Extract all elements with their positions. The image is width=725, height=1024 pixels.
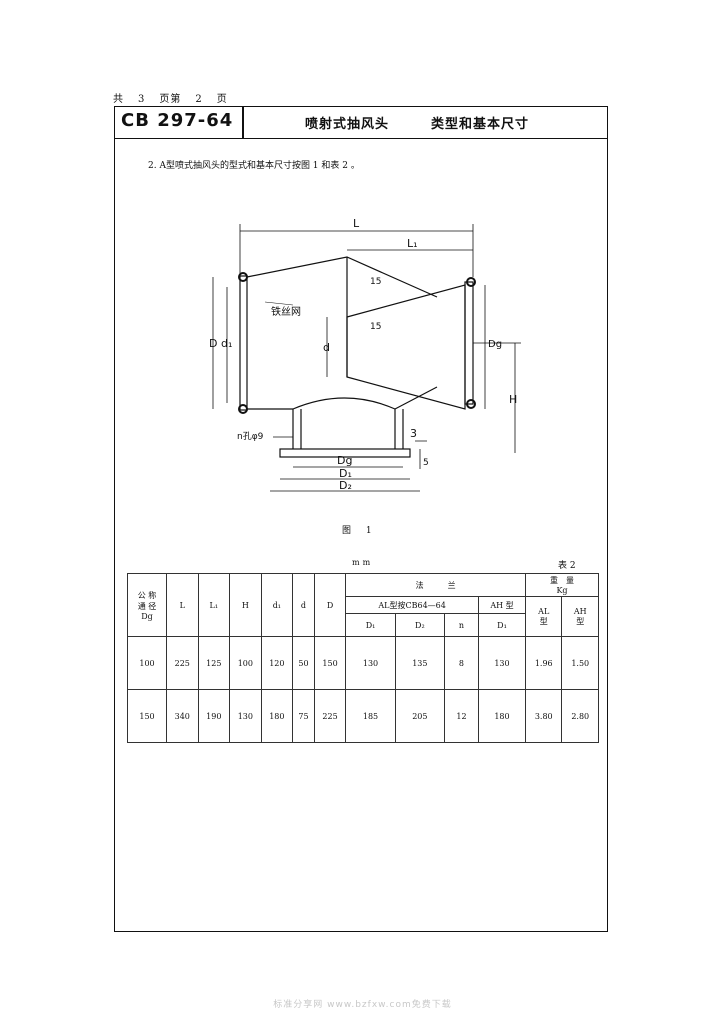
table-cell: 100 xyxy=(229,636,262,690)
table-cell: 50 xyxy=(292,636,315,690)
watermark: 标准分享网 www.bzfxw.com免费下载 xyxy=(273,1000,452,1010)
header-H: H xyxy=(229,573,262,637)
table-cell: 135 xyxy=(394,636,446,690)
label-holes: n孔φ9 xyxy=(237,431,264,442)
table-cell: 150 xyxy=(313,636,347,690)
table-cell: 190 xyxy=(197,689,231,743)
header-flange: 法 兰 xyxy=(345,573,526,597)
table-row: 150 340 190 130 180 75 225 185 205 12 18… xyxy=(127,689,599,743)
note-text: 2. A型喷式抽风头的型式和基本尺寸按图 1 和表 2 。 xyxy=(148,161,360,171)
body-bottom-edge xyxy=(247,386,438,410)
table-cell: 120 xyxy=(260,636,294,690)
page-number-label: 页第 xyxy=(159,94,182,105)
label-mesh: 铁丝网 xyxy=(271,305,301,318)
document-frame: CB 297-64 喷射式抽风头 类型和基本尺寸 2. A型喷式抽风头的型式和基… xyxy=(114,106,608,932)
table-cell: 8 xyxy=(444,636,479,690)
table-cell: 180 xyxy=(260,689,294,743)
label-d: d xyxy=(323,341,330,354)
table-cell: 1.50 xyxy=(561,636,599,690)
label-D2: D₂ xyxy=(339,479,352,492)
header-D: D xyxy=(313,573,347,637)
label-Dg-vertical: Dg xyxy=(488,339,502,350)
label-L: L xyxy=(353,217,360,230)
table-cell: 125 xyxy=(197,636,231,690)
table-unit: mm xyxy=(352,558,374,567)
header-al-type: AL型按CB64—64 xyxy=(345,596,479,614)
header-L1: L₁ xyxy=(197,573,231,637)
table-row: 100 225 125 100 120 50 150 130 135 8 130… xyxy=(127,636,599,690)
standard-number: CB 297-64 xyxy=(121,110,234,131)
left-flange xyxy=(239,275,248,411)
table-cell: 1.96 xyxy=(524,636,563,690)
figure-caption: 图 1 xyxy=(342,526,378,536)
table-cell: 130 xyxy=(477,636,527,690)
header-n: n xyxy=(444,613,479,637)
header-dg: 公 称 通 径 Dg xyxy=(127,573,167,637)
header-D1: D₁ xyxy=(345,613,396,637)
label-D: D xyxy=(209,337,217,350)
header-bar: CB 297-64 喷射式抽风头 类型和基本尺寸 xyxy=(115,107,607,139)
page-number: 2 xyxy=(195,94,203,105)
label-angle-top: 15 xyxy=(370,277,381,287)
document-subtitle: 类型和基本尺寸 xyxy=(431,117,530,132)
header-d1: d₁ xyxy=(260,573,294,637)
page-total-label: 共 xyxy=(113,94,124,105)
table-cell: 225 xyxy=(313,689,347,743)
header-weight-al: AL 型 xyxy=(524,596,563,637)
table-cell: 3.80 xyxy=(524,689,563,743)
table-cell: 180 xyxy=(477,689,527,743)
table-cell: 205 xyxy=(394,689,446,743)
dimension-table: 公 称 通 径 Dg L L₁ H d₁ d D 法 兰 重 量 Kg AL型按… xyxy=(127,573,599,743)
header-D1-ah: D₁ xyxy=(477,613,527,637)
body-top-edge xyxy=(246,256,438,298)
label-d1: d₁ xyxy=(221,337,232,350)
table-number: 表 2 xyxy=(558,561,576,571)
table-cell: 340 xyxy=(166,689,199,743)
diffuser-cone xyxy=(346,284,466,410)
label-dim-3: 3 xyxy=(410,427,417,440)
technical-drawing: L L₁ 15 15 铁丝网 D d₁ d Dg H n孔φ9 3 5 Dg D… xyxy=(209,217,521,492)
header-d: d xyxy=(292,573,315,637)
document-title: 喷射式抽风头 xyxy=(305,117,390,132)
header-D2: D₂ xyxy=(394,613,446,637)
table-cell: 130 xyxy=(345,636,396,690)
label-L1: L₁ xyxy=(407,237,418,250)
label-angle-bottom: 15 xyxy=(370,322,381,332)
table-cell: 185 xyxy=(345,689,396,743)
table-cell: 130 xyxy=(229,689,262,743)
label-dim-5: 5 xyxy=(423,458,429,468)
header-L: L xyxy=(166,573,199,637)
table-cell: 150 xyxy=(127,689,167,743)
header-weight: 重 量 Kg xyxy=(525,573,599,597)
table-cell: 100 xyxy=(127,636,167,690)
table-cell: 75 xyxy=(292,689,315,743)
table-cell: 225 xyxy=(166,636,199,690)
header-ah-type: AH 型 xyxy=(477,596,527,614)
label-D1: D₁ xyxy=(339,467,352,480)
label-Dg: Dg xyxy=(337,454,352,467)
page-total: 3 xyxy=(138,94,146,105)
header-weight-ah: AH 型 xyxy=(561,596,599,637)
right-flange xyxy=(464,281,474,405)
table-cell: 2.80 xyxy=(561,689,599,743)
label-H: H xyxy=(509,393,517,406)
bottom-flange xyxy=(279,448,411,458)
header-divider xyxy=(242,107,244,138)
table-cell: 12 xyxy=(444,689,479,743)
page-suffix: 页 xyxy=(216,94,228,105)
intake-pipe xyxy=(292,409,404,449)
page-info: 共 3 页第 2 页 xyxy=(113,90,242,105)
